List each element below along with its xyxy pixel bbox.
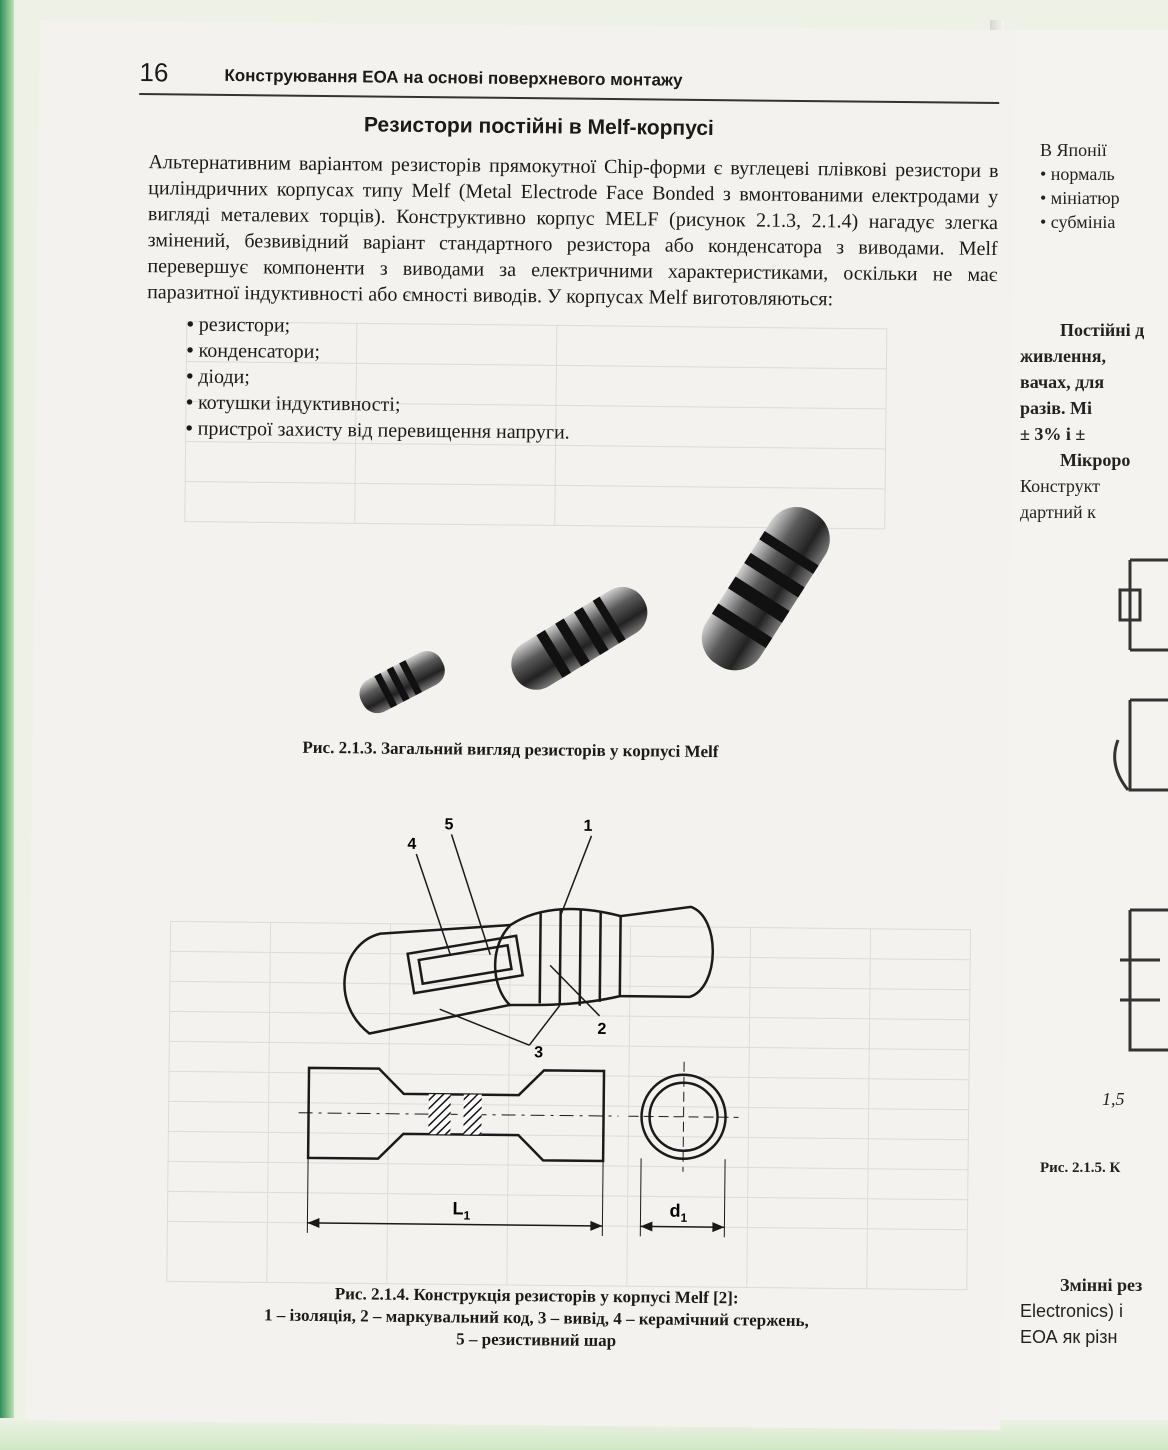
label-4: 4 <box>407 836 416 853</box>
running-head: Конструювання ЕОА на основі поверхневого… <box>224 65 683 90</box>
medium-resistor-image <box>511 586 648 690</box>
right-page: В Японії • нормаль • мініатюр • субмініа… <box>1000 30 1168 1420</box>
right-figure-drawing: 1,5 <box>1102 558 1168 1109</box>
scan-edge <box>0 0 14 1450</box>
right-line: ± 3% і ± <box>1020 424 1086 444</box>
right-line: вачах, для <box>1020 372 1105 392</box>
page-number: 16 <box>139 57 169 88</box>
right-line: Мікроро <box>1060 450 1131 470</box>
right-line: Electronics) і <box>1020 1301 1124 1321</box>
right-line: разів. Мі <box>1020 398 1092 418</box>
small-resistor-image <box>359 650 445 714</box>
body-paragraph: Альтернативним варіантом резисторів прям… <box>147 151 999 311</box>
list-item: котушки індуктивності; <box>186 390 570 420</box>
list-item: резистори; <box>187 312 571 342</box>
right-line: • мініатюр <box>1040 188 1120 208</box>
right-line: • субмініа <box>1040 212 1116 232</box>
section-title: Резистори постійні в Melf-корпусі <box>363 113 714 141</box>
left-page: 16 Конструювання ЕОА на основі поверхнев… <box>25 20 1015 1431</box>
figure-caption: Рис. 2.1.4. Конструкція резисторів у кор… <box>176 1282 897 1356</box>
dimension-diameter-label: d1 <box>669 1201 687 1225</box>
large-resistor-image <box>701 507 830 671</box>
dimension-length-label: L1 <box>452 1198 470 1222</box>
right-caption: Рис. 2.1.5. К <box>1040 1160 1121 1176</box>
right-line: Постійні д <box>1060 320 1145 340</box>
list-item: конденсатори; <box>186 338 570 368</box>
right-line: живлення, <box>1020 346 1106 366</box>
list-item: діоди; <box>186 364 570 394</box>
right-line: дартний к <box>1020 502 1096 522</box>
bullet-list: резистори; конденсатори; діоди; котушки … <box>186 312 571 446</box>
list-item: пристрої захисту від перевищення напруги… <box>186 416 570 446</box>
right-line: • нормаль <box>1040 164 1115 184</box>
label-1: 1 <box>583 818 592 835</box>
svg-text:1,5: 1,5 <box>1102 1089 1125 1109</box>
label-3: 3 <box>534 1044 543 1061</box>
right-line: Конструкт <box>1020 476 1100 496</box>
right-line: ЕОА як різн <box>1020 1327 1118 1347</box>
label-2: 2 <box>597 1021 606 1038</box>
melf-construction-drawing: 1 2 3 4 5 <box>298 816 739 1238</box>
melf-resistors-photo <box>359 507 830 714</box>
right-line: Змінні рез <box>1060 1275 1143 1295</box>
label-5: 5 <box>445 816 454 833</box>
right-line: В Японії <box>1040 140 1107 160</box>
page-header: 16 Конструювання ЕОА на основі поверхнев… <box>139 51 1000 105</box>
